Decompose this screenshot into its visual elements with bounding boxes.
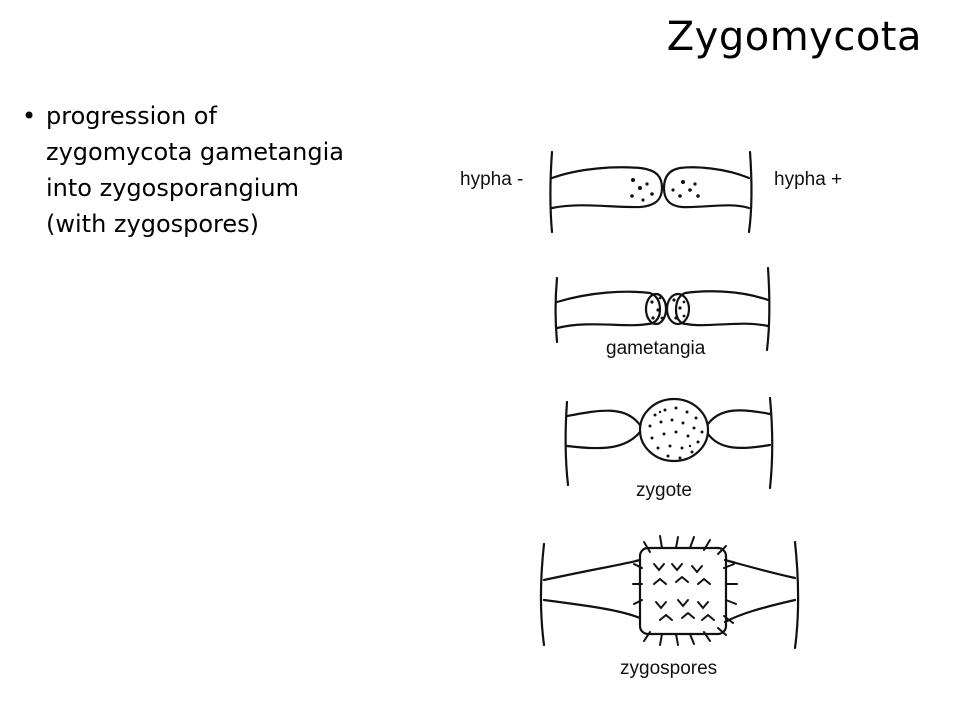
zygospore-spines — [632, 535, 738, 646]
zygomycota-diagram: hypha - hypha + gametangia zygote zygosp… — [440, 140, 900, 700]
hypha-plus-wall — [747, 150, 753, 234]
nuclei-stage1 — [630, 178, 700, 202]
label-hypha-minus: hypha - — [460, 169, 523, 190]
left-gametangium-tip — [550, 166, 664, 210]
right-suspensor — [706, 409, 772, 450]
bullet-item: • progression of zygomycota gametangia i… — [22, 98, 422, 242]
right-suspensor — [723, 558, 797, 624]
left-hypha-wall — [539, 542, 546, 647]
zygote-cell — [638, 397, 710, 463]
slide-title: Zygomycota — [666, 14, 922, 60]
label-hypha-plus: hypha + — [774, 169, 842, 190]
right-hypha-wall — [765, 266, 771, 352]
right-gametangium-tip — [662, 166, 751, 210]
left-hypha-wall — [554, 276, 559, 344]
right-hypha-wall — [768, 396, 774, 490]
nuclei-stage2 — [650, 296, 686, 320]
stage-zygote — [564, 396, 774, 490]
stage-zygospore — [539, 540, 800, 650]
right-progametangium — [665, 292, 691, 326]
left-hypha-wall — [564, 400, 570, 487]
label-gametangia: gametangia — [606, 338, 706, 359]
label-zygote: zygote — [636, 480, 692, 501]
right-gametangium — [674, 290, 770, 328]
hypha-minus-wall — [549, 150, 554, 234]
left-gametangium — [555, 290, 662, 330]
zygosporangium — [638, 546, 728, 636]
left-suspensor — [565, 409, 642, 450]
label-zygospores: zygospores — [620, 658, 717, 679]
diagram-svg: hypha - hypha + gametangia zygote zygosp… — [460, 150, 842, 679]
zygote-stipple — [648, 406, 704, 460]
left-suspensor — [542, 558, 642, 620]
bullet-list: • progression of zygomycota gametangia i… — [22, 98, 422, 242]
bullet-text: progression of zygomycota gametangia int… — [46, 102, 344, 238]
stage-gametangia — [554, 266, 771, 352]
bullet-glyph: • — [22, 102, 37, 130]
right-hypha-wall — [793, 540, 800, 650]
stage-hyphae-approaching — [549, 150, 753, 234]
